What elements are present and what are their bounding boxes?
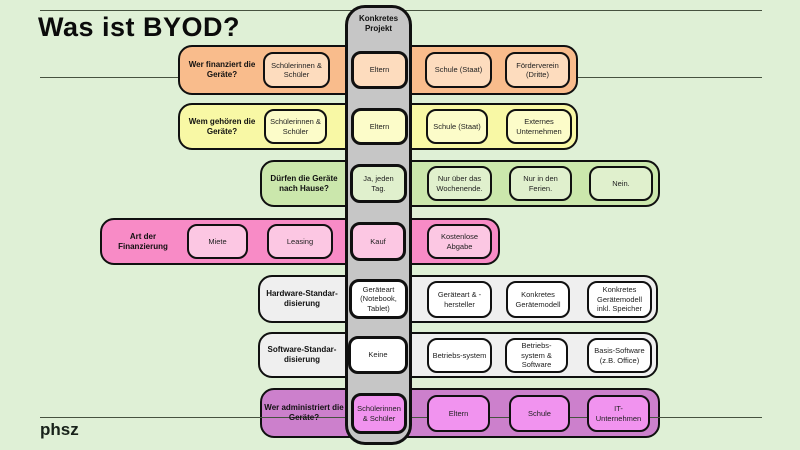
option-financing-schule: Schule (Staat) xyxy=(425,52,492,88)
option-fintype-leasing: Leasing xyxy=(267,224,333,259)
option-financing-schueler: Schülerinnen & Schüler xyxy=(263,52,330,88)
option-admin-eltern: Eltern xyxy=(427,395,490,432)
option-fintype-miete: Miete xyxy=(187,224,248,259)
band-label-take-home: Dürfen die Geräte nach Hause? xyxy=(270,173,338,193)
band-label-software-standardization: Software-Standar-disierung xyxy=(267,345,337,364)
option-sw-basis-software: Basis-Software (z.B. Office) xyxy=(587,338,652,373)
option-financing-eltern-selected: Eltern xyxy=(351,51,408,89)
option-sw-keine-selected: Keine xyxy=(348,336,408,374)
option-hw-geraeteart-selected: Geräteart (Notebook, Tablet) xyxy=(349,279,408,319)
option-hw-geraetemodell: Konkretes Gerätemodell xyxy=(506,281,570,318)
band-label-financing-type: Art der Finanzierung xyxy=(118,231,168,251)
option-takehome-ferien: Nur in den Ferien. xyxy=(509,166,572,201)
option-financing-foerderverein: Förderverein (Dritte) xyxy=(505,52,570,88)
option-hw-hersteller: Geräteart & -hersteller xyxy=(427,281,492,318)
option-ownership-unternehmen: Externes Unternehmen xyxy=(506,109,572,144)
concrete-project-label: Konkretes Projekt xyxy=(358,14,399,34)
band-label-administration: Wer administriert die Geräte? xyxy=(264,403,344,422)
option-sw-bs-software: Betriebs-system & Software xyxy=(505,338,568,373)
option-hw-modell-speicher: Konkretes Gerätemodell inkl. Speicher xyxy=(587,281,652,318)
phsz-logo: phsz xyxy=(40,420,79,439)
option-takehome-nein: Nein. xyxy=(589,166,653,201)
option-ownership-schueler: Schülerinnen & Schüler xyxy=(264,109,327,144)
band-label-ownership: Wem gehören die Geräte? xyxy=(188,116,256,136)
option-takehome-jeden-tag-selected: Ja, jeden Tag. xyxy=(350,164,407,203)
page-title: Was ist BYOD? xyxy=(38,12,241,42)
band-label-financing-source: Wer finanziert die Geräte? xyxy=(188,60,256,79)
option-ownership-eltern-selected: Eltern xyxy=(351,108,408,145)
option-admin-it-unternehmen: IT-Unternehmen xyxy=(587,395,650,432)
option-admin-schule: Schule xyxy=(509,395,570,432)
option-admin-schueler-selected: Schülerinnen & Schüler xyxy=(351,393,407,434)
option-ownership-schule: Schule (Staat) xyxy=(426,109,488,144)
option-fintype-kostenlos: Kostenlose Abgabe xyxy=(427,224,492,259)
option-sw-betriebssystem: Betriebs-system xyxy=(427,338,492,373)
option-fintype-kauf-selected: Kauf xyxy=(350,222,406,261)
band-label-hardware-standardization: Hardware-Standar-disierung xyxy=(266,289,338,308)
option-takehome-wochenende: Nur über das Wochenende. xyxy=(427,166,492,201)
